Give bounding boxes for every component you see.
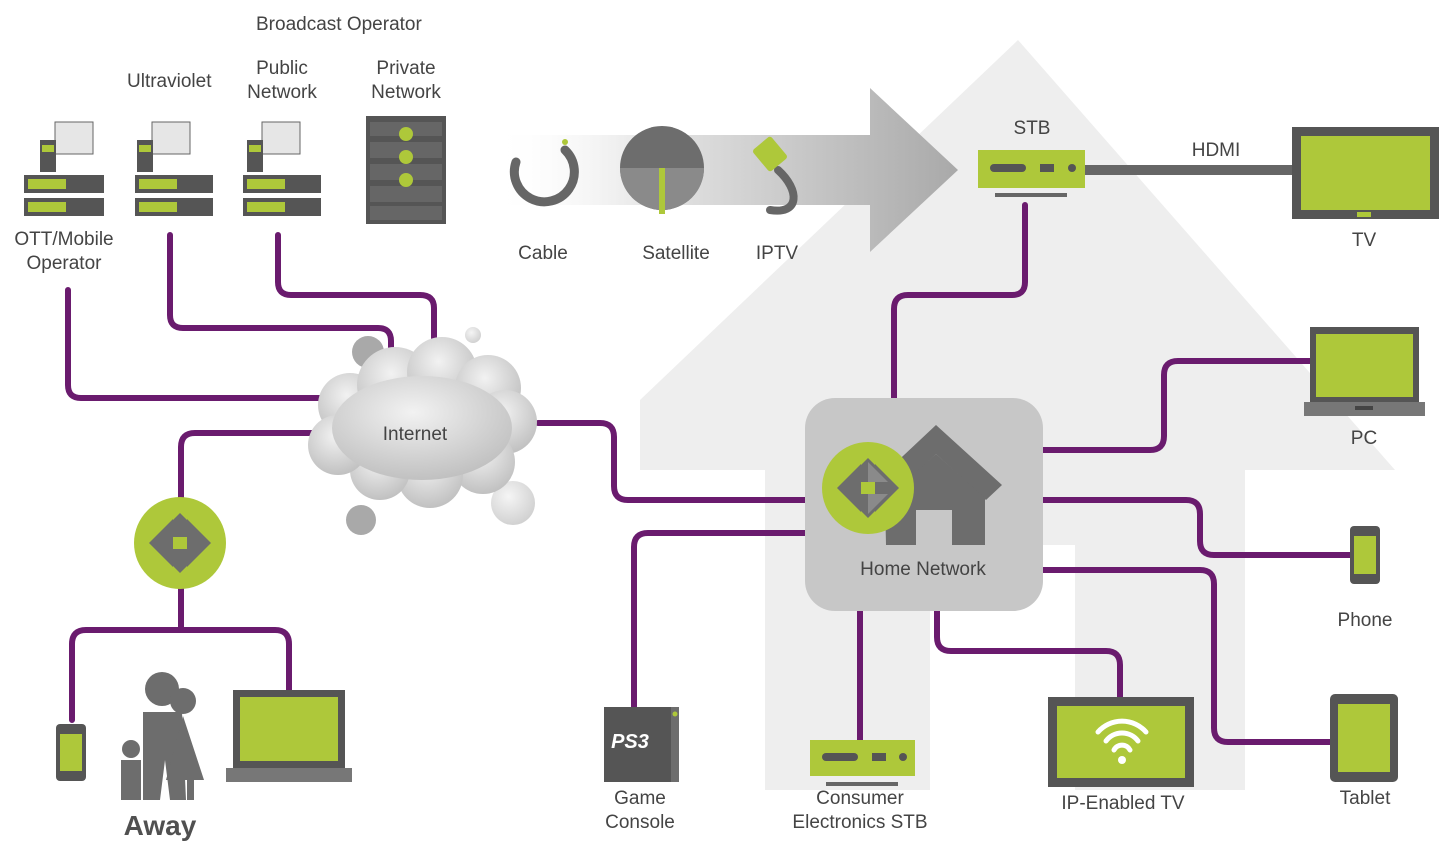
console-logo: PS3 bbox=[611, 731, 649, 753]
public-server-icon bbox=[243, 121, 321, 216]
away-laptop-icon bbox=[226, 690, 352, 782]
away-label: Away bbox=[123, 810, 197, 841]
tablet-icon bbox=[1330, 694, 1398, 782]
satellite-dish-icon bbox=[620, 126, 704, 214]
cable-icon bbox=[509, 139, 579, 207]
connection-lines bbox=[65, 202, 1353, 745]
wifi-icon bbox=[1095, 718, 1149, 753]
game-console-icon: PS3 bbox=[604, 707, 679, 782]
internet-cloud bbox=[308, 327, 537, 535]
phone-icon bbox=[1350, 526, 1380, 584]
away-router-icon bbox=[134, 497, 226, 589]
private-server-icon bbox=[366, 116, 446, 224]
tablet-label: Tablet bbox=[1339, 788, 1391, 809]
ce-stb-icon bbox=[810, 740, 915, 786]
cable-label: Cable bbox=[518, 243, 568, 264]
home-network-label: Home Network bbox=[860, 559, 986, 580]
hdmi-label: HDMI bbox=[1191, 140, 1241, 161]
tv-label: TV bbox=[1351, 230, 1377, 251]
phone-label: Phone bbox=[1337, 610, 1393, 631]
router-icon bbox=[822, 442, 914, 534]
satellite-label: Satellite bbox=[642, 243, 710, 264]
broadcast-arrow bbox=[492, 88, 958, 252]
ethernet-plug-icon bbox=[753, 136, 798, 215]
ott-server-icon bbox=[24, 121, 104, 216]
ip-enabled-tv-label: IP-Enabled TV bbox=[1061, 793, 1185, 814]
internet-label: Internet bbox=[382, 424, 448, 445]
tv-icon bbox=[1292, 127, 1439, 219]
ultraviolet-server-icon bbox=[135, 121, 213, 216]
broadcast-operator-label: Broadcast Operator bbox=[256, 14, 422, 35]
family-icon bbox=[121, 672, 204, 800]
stb-icon bbox=[978, 150, 1085, 197]
away-phone-icon bbox=[56, 724, 86, 781]
ultraviolet-label: Ultraviolet bbox=[127, 71, 212, 92]
ip-enabled-tv-icon bbox=[1048, 697, 1194, 787]
iptv-label: IPTV bbox=[755, 243, 799, 264]
home-network-box bbox=[805, 398, 1043, 611]
pc-laptop-icon bbox=[1304, 327, 1425, 416]
pc-label: PC bbox=[1350, 428, 1378, 449]
stb-label: STB bbox=[1013, 118, 1051, 139]
hdmi-cable bbox=[1084, 165, 1296, 175]
